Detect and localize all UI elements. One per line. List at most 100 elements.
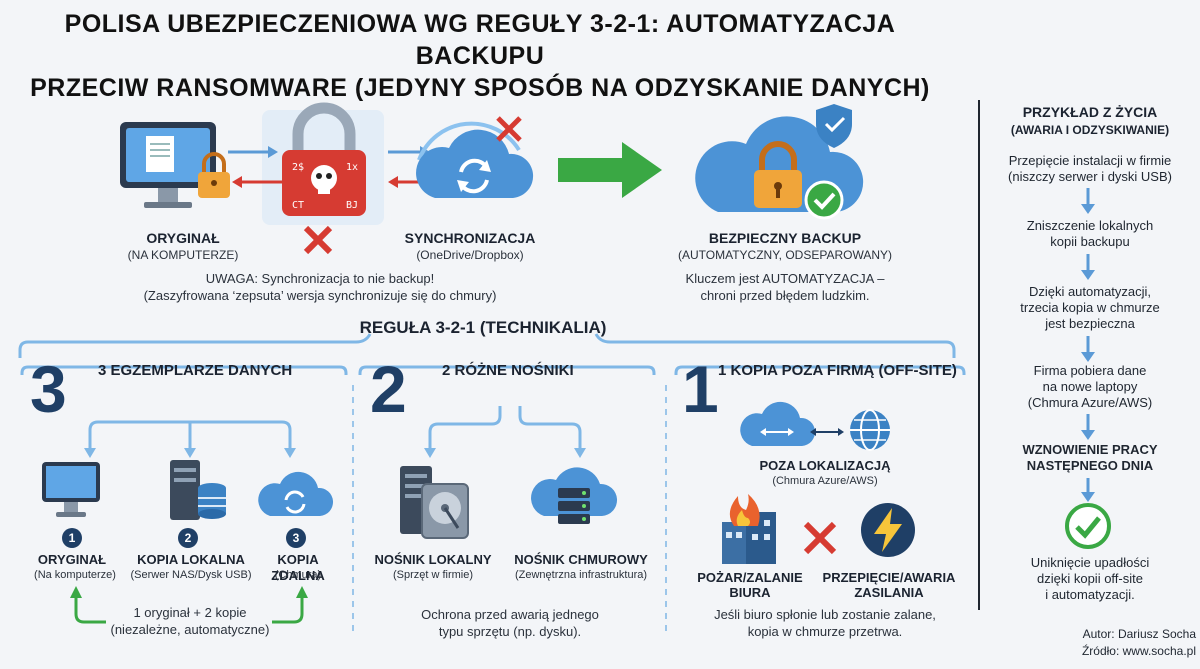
item-original-label: ORYGINAŁ — [37, 552, 107, 567]
step-2-line-2: kopii backupu — [1050, 234, 1130, 249]
step-3-line-3: jest bezpieczna — [1045, 316, 1135, 331]
svg-text:1x: 1x — [346, 162, 358, 173]
step-5-line-2: NASTĘPNEGO DNIA — [1026, 458, 1154, 473]
section-2-footer-2: typu sprzętu (np. dysku). — [438, 624, 582, 639]
svg-text:CT: CT — [292, 200, 304, 211]
sync-label: SYNCHRONIZACJA — [404, 230, 536, 246]
fire-building-icon — [722, 494, 776, 564]
item-local-copy-label: KOPIA LOKALNA — [137, 552, 245, 567]
safe-backup-label: BEZPIECZNY BACKUP — [708, 230, 862, 246]
cloud-media-sub: (Zewnętrzna infrastruktura) — [514, 569, 648, 581]
item-local-copy-sub: (Serwer NAS/Dysk USB) — [130, 569, 252, 581]
down-arrow-icon — [1081, 254, 1095, 280]
section-3-footer-1: 1 oryginał + 2 kopie — [133, 605, 247, 620]
section-1-heading: 1 KOPIA POZA FIRMĄ (OFF-SITE) — [718, 362, 957, 379]
section-2-heading: 2 RÓŻNE NOŚNIKI — [442, 362, 574, 379]
section-3-heading: 3 EGZEMPLARZE DANYCH — [98, 362, 293, 379]
sidebar-step-5: WZNOWIENIE PRACY NASTĘPNEGO DNIA — [984, 442, 1196, 474]
offsite-icons — [740, 401, 890, 451]
sidebar-step-1: Przepięcie instalacji w firmie (niszczy … — [984, 153, 1196, 185]
step-3-line-1: Dzięki automatyzacji, — [1028, 284, 1152, 299]
sync-cloud-icon — [416, 121, 534, 198]
sidebar-title: PRZYKŁAD Z ŻYCIA — [1022, 104, 1158, 120]
key-line-2: chroni przed błędem ludzkim. — [700, 288, 870, 303]
cloud-sync-icon — [258, 471, 334, 516]
red-x-icon — [496, 116, 522, 142]
section-1-number: 1 — [682, 352, 719, 426]
section-1-footer-2: kopia w chmurze przetrwa. — [747, 624, 903, 639]
section-3-footer-2: (niezależne, automatyczne) — [110, 622, 270, 637]
step-6-line-2: dzięki kopii off-site — [1037, 571, 1143, 586]
cloud-media-label: NOŚNIK CHMUROWY — [514, 552, 648, 567]
sidebar-step-2: Zniszczenie lokalnych kopii backupu — [984, 218, 1196, 250]
author: Autor: Dariusz Socha — [1082, 627, 1196, 641]
sidebar-step-4: Firma pobiera dane na nowe laptopy (Chmu… — [984, 363, 1196, 411]
sidebar-subtitle: (AWARIA I ODZYSKIWANIE) — [1010, 123, 1170, 137]
item-remote-copy-sub: (Chmura) — [274, 569, 322, 581]
red-x-icon — [303, 225, 333, 255]
sync-arrows — [228, 146, 430, 188]
fire-label-2: BIURA — [729, 585, 771, 600]
lightning-icon — [861, 503, 915, 557]
section-1-footer-1: Jeśli biuro spłonie lub zostanie zalane, — [714, 607, 936, 622]
step-1-line-1: Przepięcie instalacji w firmie — [1008, 153, 1172, 168]
local-drive-icon — [400, 466, 469, 539]
safe-backup-cloud-icon — [695, 104, 864, 220]
green-bracket-arrows — [70, 586, 308, 624]
section-2-footer-1: Ochrona przed awarią jednego — [421, 607, 599, 622]
title-line-2: PRZECIW RANSOMWARE (JEDYNY SPOSÓB NA ODZ… — [30, 74, 930, 102]
cloud-server-icon — [531, 467, 618, 524]
svg-text:BJ: BJ — [346, 200, 358, 211]
local-media-sub: (Sprzęt w firmie) — [392, 569, 474, 581]
svg-text:2$: 2$ — [292, 162, 304, 173]
sidebar-divider — [978, 100, 980, 610]
title-line-1: POLISA UBEZPIECZENIOWA WG REGUŁY 3-2-1: … — [64, 10, 896, 70]
warning-line-1: UWAGA: Synchronizacja to nie backup! — [205, 271, 435, 286]
sync-sub: (OneDrive/Dropbox) — [416, 248, 524, 262]
section-2-arrows — [424, 406, 586, 458]
down-arrow-icon — [1081, 188, 1095, 214]
badge-3: 3 — [286, 528, 306, 548]
step-5-line-1: WZNOWIENIE PRACY — [1022, 442, 1158, 457]
step-4-line-1: Firma pobiera dane — [1033, 363, 1147, 378]
local-media-label: NOŚNIK LOKALNY — [374, 552, 492, 567]
step-1-line-2: (niszczy serwer i dyski USB) — [1008, 169, 1172, 184]
green-arrow-icon — [558, 142, 662, 198]
section-frames — [20, 365, 966, 635]
rule-title: REGUŁA 3-2-1 (TECHNIKALIA) — [359, 318, 607, 337]
down-arrow-icon — [1081, 336, 1095, 362]
surge-label-2: ZASILANIA — [854, 585, 924, 600]
section-3-arrows — [84, 420, 296, 458]
surge-label-1: PRZEPIĘCIE/AWARIA — [822, 570, 956, 585]
step-4-line-3: (Chmura Azure/AWS) — [1027, 395, 1153, 410]
green-check-icon — [1065, 503, 1111, 549]
ransomware-padlock-icon: 2$ 1x CT BJ — [262, 102, 384, 225]
step-6-line-3: i automatyzacji. — [1045, 587, 1135, 602]
offsite-label: POZA LOKALIZACJĄ — [759, 458, 891, 473]
sidebar-step-6: Uniknięcie upadłości dzięki kopii off-si… — [984, 555, 1196, 603]
key-line-1: Kluczem jest AUTOMATYZACJA – — [685, 271, 885, 286]
computer-lock-icon — [120, 122, 230, 208]
step-2-line-1: Zniszczenie lokalnych — [1026, 218, 1154, 233]
safe-backup-sub: (AUTOMATYCZNY, ODSEPAROWANY) — [677, 248, 893, 262]
section-2-number: 2 — [370, 352, 407, 426]
computer-icon — [42, 462, 100, 517]
red-x-icon — [803, 521, 837, 555]
sidebar-step-3: Dzięki automatyzacji, trzecia kopia w ch… — [984, 284, 1196, 332]
step-6-line-1: Uniknięcie upadłości — [1030, 555, 1150, 570]
offsite-sub: (Chmura Azure/AWS) — [772, 475, 878, 487]
badge-1: 1 — [62, 528, 82, 548]
source: Źródło: www.socha.pl — [1081, 644, 1196, 658]
fire-label-1: POŻAR/ZALANIE — [697, 570, 803, 585]
section-3-number: 3 — [30, 352, 67, 426]
step-3-line-2: trzecia kopia w chmurze — [1020, 300, 1160, 315]
page-title: POLISA UBEZPIECZENIOWA WG REGUŁY 3-2-1: … — [0, 8, 960, 104]
down-arrow-icon — [1081, 478, 1095, 502]
original-label: ORYGINAŁ — [146, 230, 220, 246]
down-arrow-icon — [1081, 414, 1095, 440]
rule-bracket — [18, 333, 956, 358]
original-sub: (NA KOMPUTERZE) — [127, 248, 239, 262]
nas-server-icon — [170, 460, 226, 520]
item-remote-copy-label: KOPIA ZDALNA — [271, 552, 325, 583]
badge-2: 2 — [178, 528, 198, 548]
